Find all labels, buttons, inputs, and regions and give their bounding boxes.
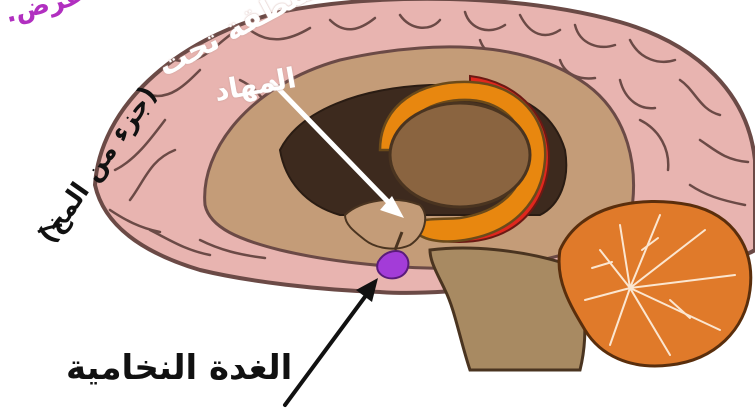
cerebellum [559, 201, 751, 366]
pituitary-pointer-arrow [285, 278, 378, 405]
pituitary-label: الغدة النخامية [66, 348, 292, 388]
thalamus [390, 103, 530, 207]
